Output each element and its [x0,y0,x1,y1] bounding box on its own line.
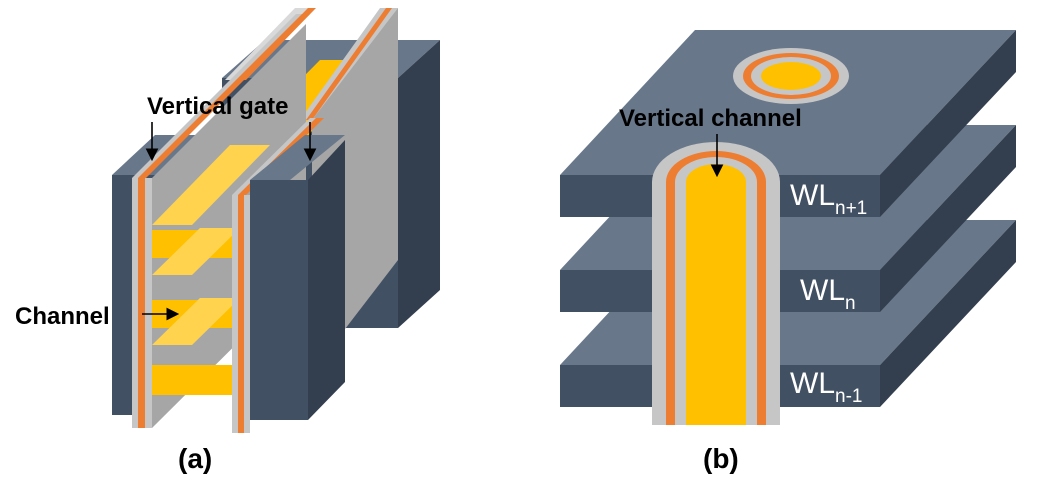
wl-subscript: n+1 [835,198,867,219]
caption-b: (b) [703,443,739,474]
wordline-label-n: WLn [800,274,856,314]
vertical-gate-label: Vertical gate [147,93,288,120]
svg-text:WLn+1: WLn+1 [790,179,867,219]
wl-subscript: n-1 [835,386,862,407]
panel-a-diagram [112,8,440,433]
svg-text:WLn-1: WLn-1 [790,367,862,407]
wordline-label-n-plus-1: WLn+1 [790,179,867,219]
channel-layers [152,145,270,395]
front-right-gate-block [250,135,345,420]
vertical-channel-label: Vertical channel [619,105,802,132]
wordline-label-n-minus-1: WLn-1 [790,367,862,407]
wl-base: WL [790,367,835,400]
caption-a: (a) [178,443,212,474]
wl-base: WL [790,179,835,212]
channel-hole-top [733,48,849,104]
wl-base: WL [800,274,845,307]
vertical-channel-pillar [652,142,780,425]
svg-text:WLn: WLn [800,274,856,314]
channel-label: Channel [15,303,110,330]
wl-subscript: n [845,293,856,314]
panel-b-diagram [560,30,1016,425]
